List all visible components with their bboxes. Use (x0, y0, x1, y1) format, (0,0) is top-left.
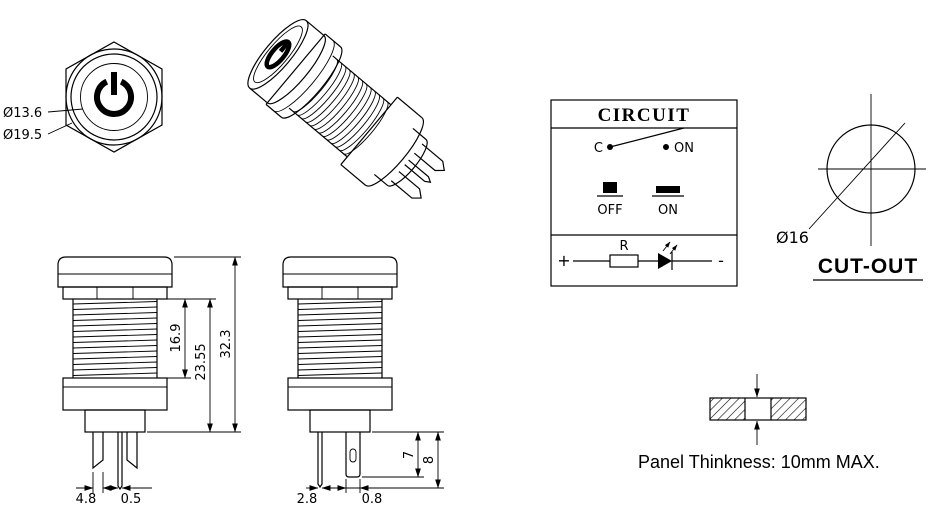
minus-label: - (718, 251, 724, 270)
resistor-symbol (609, 254, 639, 268)
dim-thread-length: 16.9 (169, 324, 184, 353)
switch-body (62, 377, 168, 411)
switch-common-label: C (594, 141, 603, 156)
led-arrow (662, 241, 671, 252)
dim-pin-width-2: 2.8 (297, 492, 318, 507)
terminal-pins-iso (390, 143, 445, 199)
dim-total-length: 32.3 (219, 330, 234, 359)
cap-face (247, 19, 309, 90)
thread-lines-2 (297, 301, 383, 376)
switch-on-label: ON (674, 141, 694, 156)
push-off-label: OFF (597, 203, 622, 218)
led-arrow (669, 244, 678, 255)
dim-label-inner-diameter: Ø13.6 (3, 106, 42, 121)
push-button-off-symbol (603, 182, 617, 193)
collar-nut-2 (287, 286, 393, 300)
panel-note: Panel Thinkness: 10mm MAX. (638, 452, 880, 472)
switch-on-contact (663, 144, 669, 150)
circuit-box (550, 99, 738, 287)
panel-hatch-left (710, 398, 745, 420)
dim-pin-thickness-1: 0.5 (121, 492, 142, 507)
terminal-pins-2 (317, 432, 361, 489)
push-button-on-symbol (656, 186, 680, 193)
button-cap-2 (282, 256, 398, 288)
bezel-circle (70, 53, 158, 141)
dim-label-outer-diameter: Ø19.5 (3, 128, 42, 143)
isometric-view (247, 19, 445, 199)
resistor-label: R (619, 239, 628, 254)
dim-body-length: 23.55 (194, 343, 209, 380)
circuit-diagram: CIRCUIT C ON OFF ON + R - (550, 99, 738, 287)
button-cap (57, 256, 173, 288)
panel-section (709, 397, 807, 421)
thread-lines-iso (292, 58, 389, 155)
switch-base (84, 409, 146, 433)
switch-body-2 (287, 377, 393, 411)
panel-hatch-right (771, 398, 806, 420)
switch-lever (609, 127, 685, 148)
dim-pin-thickness-2: 0.8 (362, 492, 383, 507)
dim-pin-length-8: 8 (422, 456, 437, 464)
front-view: Ø13.6 Ø19.5 (3, 41, 163, 153)
cap-face-inner (253, 25, 303, 84)
cutout-view: Ø16 CUT-OUT (776, 94, 926, 281)
side-view-side: 7 8 2.8 0.8 (282, 256, 444, 507)
power-symbol-ring (94, 78, 134, 117)
head-outer-circle (65, 48, 163, 146)
power-symbol-bar-iso (278, 39, 291, 53)
panel-thickness: Panel Thinkness: 10mm MAX. (638, 374, 880, 472)
collar-nut (62, 286, 168, 300)
diameter-leader (808, 122, 906, 230)
circuit-title: CIRCUIT (598, 105, 691, 126)
switch-base-2 (309, 409, 371, 433)
leader-line-inner (47, 108, 84, 113)
led-symbol (658, 253, 672, 269)
actuator-circle (80, 63, 148, 131)
terminal-pins (92, 432, 138, 491)
cutout-diameter-label: Ø16 (776, 228, 809, 247)
pin-slot-hole (349, 448, 357, 463)
cutout-title: CUT-OUT (818, 255, 918, 278)
hex-nut-outline (65, 41, 163, 153)
plus-label: + (557, 251, 570, 270)
thread-lines (72, 301, 158, 376)
dim-pin-length-7: 7 (402, 451, 417, 459)
dim-pin-width-1: 4.8 (76, 492, 97, 507)
push-on-label: ON (658, 203, 678, 218)
side-view-front: 16.9 23.55 32.3 4.8 0.5 (57, 256, 241, 507)
leader-line-outer (47, 122, 73, 135)
